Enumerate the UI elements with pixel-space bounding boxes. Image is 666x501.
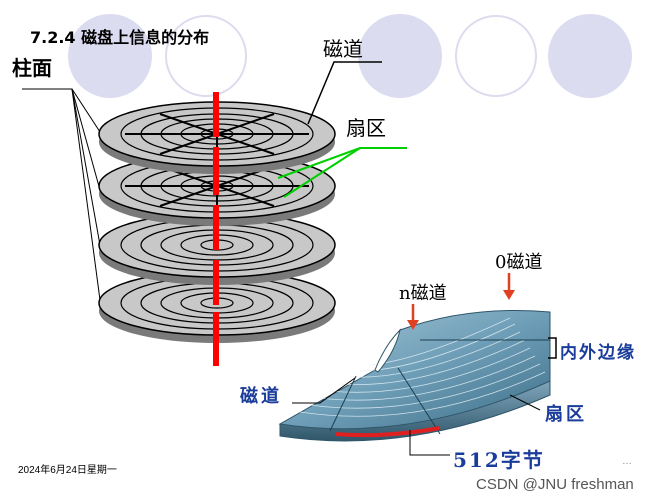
inner-outer-edge-label: 内外边缘 (560, 343, 636, 363)
footer-date: 2024年6月24日星期一 (18, 465, 117, 476)
zero-track-arrow (503, 273, 515, 300)
track-pointer (307, 61, 382, 125)
sector-bottom-label: 扇区 (545, 404, 587, 425)
sector-pointer (277, 147, 407, 198)
bytes-pointer (409, 430, 450, 456)
n-track-arrow (407, 304, 419, 330)
track-bottom-pointer (292, 377, 356, 404)
inner-outer-bracket (548, 337, 557, 359)
track-bottom-label: 磁道 (240, 386, 282, 407)
disk-wedge (278, 309, 551, 442)
footer-page-number: … (622, 456, 632, 467)
watermark: CSDN @JNU freshman (476, 476, 634, 493)
zero-track-label: 0磁道 (495, 252, 543, 273)
cylinder-pointer-lines (22, 88, 103, 301)
track-label: 磁道 (323, 37, 363, 61)
bytes-label: 512字节 (453, 448, 545, 472)
spindle (213, 92, 219, 366)
sector-bottom-pointer (509, 394, 541, 411)
sector-label: 扇区 (346, 116, 386, 140)
decorative-circles (68, 14, 632, 98)
cylinder-label: 柱面 (12, 56, 52, 80)
page-title: 7.2.4 磁盘上信息的分布 (30, 28, 210, 47)
n-track-label: n磁道 (399, 283, 447, 304)
